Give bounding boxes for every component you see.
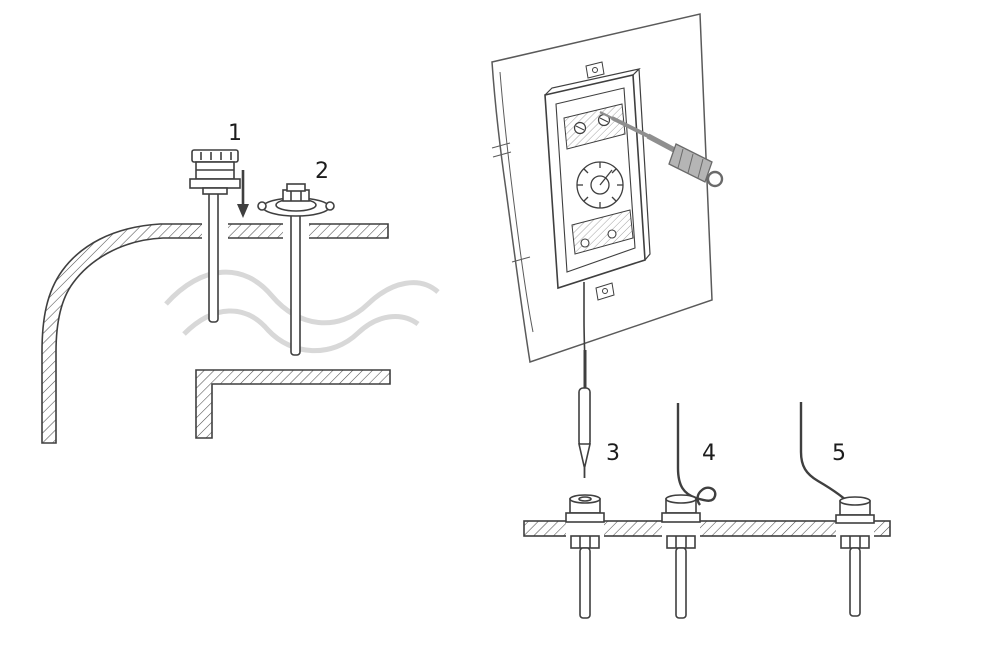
screwdriver-icon [599,111,724,188]
terminal-screw [607,229,617,239]
box-inner-opening [555,87,636,273]
bulb-tip [577,443,592,469]
step-label-4: 4 [702,441,716,466]
neck-1 [202,187,228,195]
retaining-clip-wire [676,403,717,506]
screw-slot [575,125,585,131]
break-tick [492,151,512,158]
terminal-block-upper [563,103,626,150]
well-probe [849,547,861,617]
fitting-hex-nut [570,535,600,549]
step-label-3: 3 [606,441,620,466]
strip-hole-4 [662,519,700,538]
handle-grip-line [697,158,704,179]
well-fitting-3 [565,494,605,619]
flange-1 [189,178,241,189]
step-label-1: 1 [228,121,242,146]
strip-hatched-band [523,520,891,537]
panel-torn-inner-line [499,71,534,333]
mount-tab-bottom [595,282,615,301]
break-tick [511,256,531,263]
break-tick [491,142,511,149]
sensor-well-1 [189,149,249,323]
well-probe [675,547,687,619]
wave-line-2 [182,308,420,354]
artwork-root: 1 2 3 4 5 [41,13,891,619]
handle-ring [706,170,724,188]
probe-stem-1 [208,191,219,323]
sensor-well-2 [257,183,335,356]
thermostat-dial [576,161,624,209]
dial-pointer [599,169,613,186]
well-fitting-4 [661,403,717,619]
probe-stem-2 [290,212,301,356]
step-label-5: 5 [832,441,846,466]
capillary-bend-wire [799,402,853,507]
handle-grip-line [687,153,694,174]
dial-tick [611,196,617,202]
screwdriver-shaft [646,133,680,155]
fitting-top [569,494,601,504]
dial-tick [611,168,617,174]
fitting-collar [565,512,605,523]
dial-tick [583,196,589,202]
box-depth-edges [544,67,651,261]
sensor-bulb [578,387,591,447]
wave-line-1 [164,269,440,326]
fitting-top [839,496,871,506]
tank-shelf-hatched-band [195,369,391,439]
cap-2 [286,183,306,192]
water-wave-watermark [164,269,440,354]
flange-ear-left [257,201,267,211]
flange-ear-right [325,201,335,211]
fitting-bore [578,496,592,502]
mount-tab-top [585,61,605,79]
handle-grip-line [677,148,684,169]
mount-hole-top [592,67,598,73]
terminal-screw [580,238,590,248]
dial-tick [583,168,589,174]
screw-slot [599,117,609,123]
fitting-top [665,494,697,504]
screwdriver-tip [599,111,615,120]
dial-hub [590,175,610,195]
step-labels: 1 2 3 4 5 [228,121,846,466]
step-label-2: 2 [315,159,329,184]
arrow-head [237,204,249,218]
insert-arrow [237,170,249,218]
mount-hole-bottom [602,288,608,294]
capillary-bulb-3 [577,282,592,478]
fitting-collar [835,514,875,524]
well-fitting-5 [799,402,875,617]
fitting-collar [661,512,701,523]
well-probe [579,547,591,619]
strip-hole-3 [566,519,604,538]
tank-wall-hatched-band [41,223,389,444]
thermostat-box [544,61,651,301]
fitting-hex-nut [840,535,870,549]
screwdriver-blade [611,116,651,139]
fitting-hex-nut [666,535,696,549]
